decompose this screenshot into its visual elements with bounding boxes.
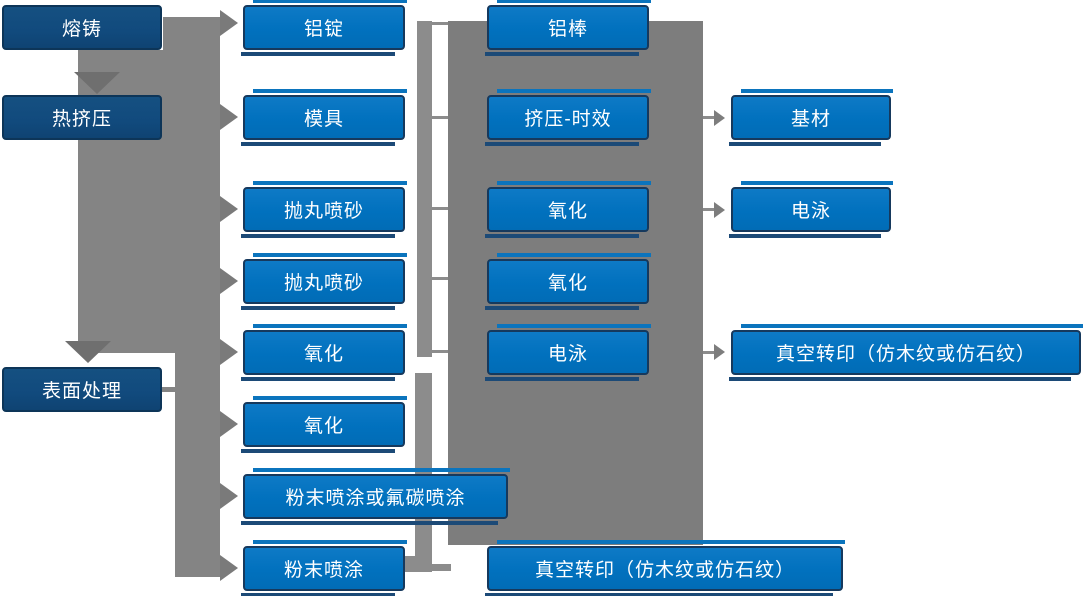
- node-hot-extrusion: 热挤压: [2, 95, 162, 140]
- connector-left-trunk-lower: [175, 353, 220, 577]
- connector-mid-bar-foot: [404, 556, 432, 572]
- node-label: 真空转印（仿木纹或仿石纹）: [775, 344, 1036, 365]
- node-extrusion-aging: 挤压-时效: [485, 89, 651, 146]
- arrow-to-vacuum-transfer-icon: [714, 344, 725, 360]
- node-label: 热挤压: [51, 109, 112, 130]
- arrow-down-to-surface-treatment-icon: [65, 341, 111, 363]
- connector-mid-bar-foot-stub: [432, 564, 451, 571]
- node-label: 基材: [790, 109, 831, 130]
- node-label: 粉末喷涂: [283, 560, 364, 581]
- node-label: 铝棒: [547, 19, 588, 40]
- node-aluminum-rod: 铝棒: [485, 0, 651, 56]
- node-label: 氧化: [547, 273, 588, 294]
- arrow-to-oxidation-1-icon: [220, 339, 238, 365]
- node-surface-treatment: 表面处理: [2, 367, 162, 412]
- connector-mid-bar-upper: [417, 21, 432, 357]
- arrow-to-powder-coating-icon: [220, 555, 238, 581]
- node-electrophoresis-1: 电泳: [485, 324, 651, 381]
- node-melting-casting: 熔铸: [2, 5, 162, 50]
- node-label: 表面处理: [41, 381, 122, 402]
- node-oxidation-3: 氧化: [485, 181, 651, 238]
- node-label: 氧化: [547, 201, 588, 222]
- node-shot-blasting-2: 抛丸喷砂: [241, 253, 407, 310]
- arrow-to-shot-blasting-2-icon: [220, 268, 238, 294]
- node-label: 熔铸: [61, 19, 102, 40]
- node-oxidation-1: 氧化: [241, 324, 407, 381]
- node-oxidation-2: 氧化: [241, 396, 407, 453]
- node-label: 抛丸喷砂: [283, 201, 364, 222]
- arrow-down-to-hot-extrusion-icon: [74, 72, 120, 94]
- node-label: 模具: [303, 109, 344, 130]
- node-oxidation-4: 氧化: [485, 253, 651, 310]
- node-base-material: 基材: [729, 89, 893, 146]
- stub-to-electrophoresis: [703, 208, 715, 211]
- node-label: 铝锭: [303, 19, 344, 40]
- stub-to-vacuum-transfer: [703, 351, 715, 354]
- link-row4: [432, 277, 448, 280]
- arrow-to-shot-blasting-1-icon: [220, 196, 238, 222]
- node-vacuum-transfer-print-bottom: 真空转印（仿木纹或仿石纹）: [485, 540, 845, 596]
- node-vacuum-transfer-print-right: 真空转印（仿木纹或仿石纹）: [729, 324, 1083, 381]
- arrow-to-oxidation-2-icon: [220, 411, 238, 437]
- node-shot-blasting-1: 抛丸喷砂: [241, 181, 407, 238]
- node-aluminum-ingot: 铝锭: [241, 0, 407, 56]
- arrow-to-base-material-icon: [714, 110, 725, 126]
- arrow-to-mold-icon: [220, 104, 238, 130]
- node-powder-coating: 粉末喷涂: [241, 540, 407, 596]
- node-label: 电泳: [790, 201, 831, 222]
- link-row3: [432, 207, 448, 210]
- link-row5: [432, 350, 448, 353]
- arrow-to-powder-fluorocarbon-icon: [220, 483, 238, 509]
- node-powder-or-fluorocarbon-coating: 粉末喷涂或氟碳喷涂: [241, 468, 510, 525]
- node-label: 真空转印（仿木纹或仿石纹）: [534, 560, 795, 581]
- node-label: 抛丸喷砂: [283, 273, 364, 294]
- arrow-to-electrophoresis-icon: [714, 202, 725, 218]
- link-row2: [432, 116, 448, 119]
- node-label: 粉末喷涂或氟碳喷涂: [285, 488, 466, 509]
- connector-left-trunk-top: [163, 17, 220, 52]
- node-label: 氧化: [303, 416, 344, 437]
- node-label: 电泳: [547, 344, 588, 365]
- connector-surface-treatment-stub: [158, 387, 178, 392]
- connector-mid-bar-lower: [415, 373, 432, 572]
- arrow-to-aluminum-ingot-icon: [220, 10, 238, 36]
- node-electrophoresis-2: 电泳: [729, 181, 893, 238]
- node-mold: 模具: [241, 89, 407, 146]
- link-row1: [432, 22, 448, 25]
- node-label: 挤压-时效: [524, 109, 612, 130]
- stub-to-base-material: [703, 116, 715, 119]
- node-label: 氧化: [303, 344, 344, 365]
